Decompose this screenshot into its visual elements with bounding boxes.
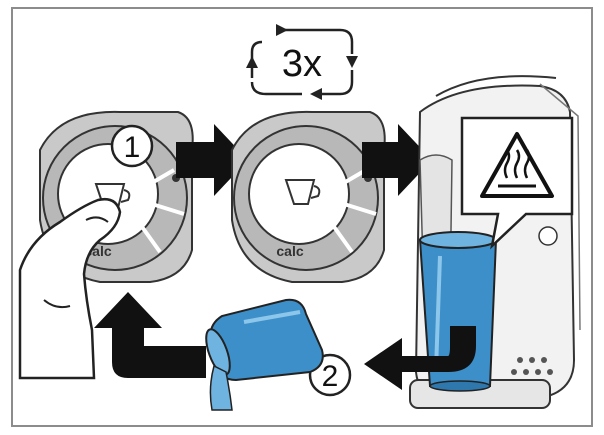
finger-illustration	[18, 198, 122, 380]
arrow-return-left	[364, 326, 476, 390]
step-one-marker: 1	[110, 124, 154, 168]
arrow-right-2	[362, 124, 432, 196]
hot-surface-warning-callout	[460, 116, 574, 250]
light-rays	[138, 168, 185, 254]
cup-icon	[284, 179, 321, 205]
arrow-right-1	[176, 124, 248, 196]
hot-surface-warning-icon	[480, 132, 554, 198]
repeat-cycle-icon	[250, 28, 354, 96]
calc-button-label: calc	[276, 243, 303, 259]
step-one-label: 1	[124, 131, 141, 164]
button-panel-released: calc	[231, 110, 386, 283]
repeat-indicator: 3x	[246, 24, 358, 100]
pouring-glass	[205, 298, 324, 411]
step-two-label: 2	[322, 360, 339, 393]
arrow-return-up	[94, 292, 206, 378]
repeat-count-label: 3x	[282, 43, 322, 85]
water-glass	[418, 231, 498, 392]
